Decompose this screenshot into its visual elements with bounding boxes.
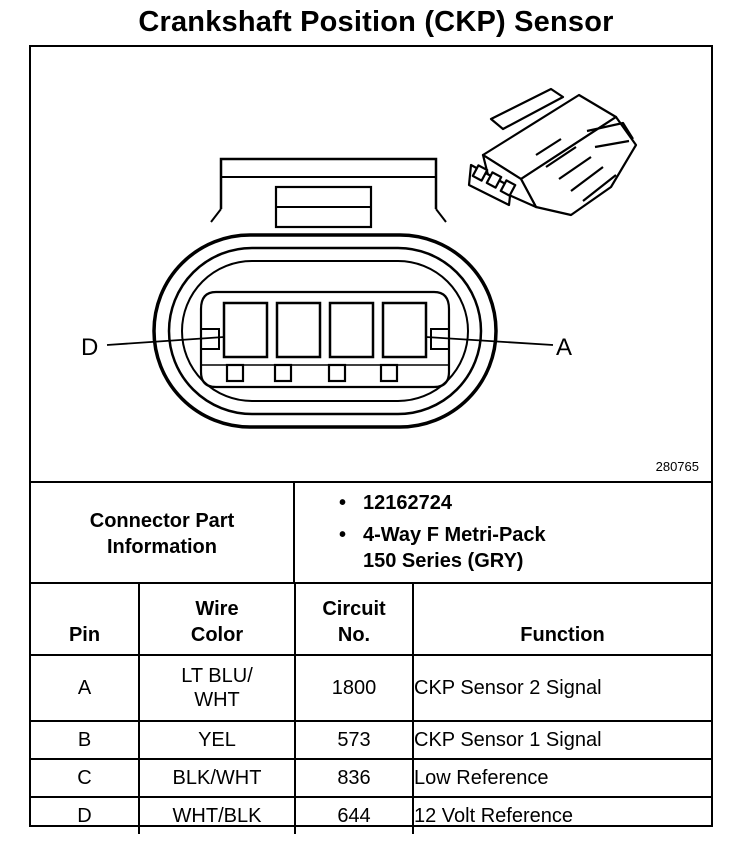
header-wire-color: Wire Color <box>138 582 296 656</box>
header-circuit-line2: No. <box>337 624 371 646</box>
cell-wire-color: WHT/BLK <box>138 796 296 834</box>
connector-diagram: D A 280765 <box>31 47 711 481</box>
cell-pin: A <box>31 654 140 722</box>
cell-function: 12 Volt Reference <box>412 796 711 834</box>
cell-circuit: 1800 <box>294 654 414 722</box>
cell-pin: B <box>31 720 140 760</box>
wire-line1: LT BLU/ <box>181 665 253 687</box>
connector-type-line1: 4-Way F Metri-Pack <box>363 524 546 546</box>
connector-part-info: Connector Part Information 12162724 4-Wa… <box>31 481 711 584</box>
header-wire-line1: Wire <box>195 598 239 620</box>
connector-label-line1: Connector Part <box>89 509 235 532</box>
diagram-frame: D A 280765 Connector Part Information 12… <box>29 45 713 834</box>
header-circuit-no: Circuit No. <box>294 582 414 656</box>
leader-line-d <box>106 336 225 346</box>
cell-pin: D <box>31 796 140 834</box>
cell-wire-color: YEL <box>138 720 296 760</box>
header-function: Function <box>412 582 711 656</box>
leader-line-a <box>425 336 554 346</box>
cell-circuit: 836 <box>294 758 414 798</box>
table-header-row: Pin Wire Color Circuit No. Function <box>31 582 711 656</box>
connector-series: 150 Series (GRY) <box>363 550 524 572</box>
pin-cavity-d <box>222 301 269 359</box>
pin-cavity-b <box>328 301 375 359</box>
cell-wire-color: LT BLU/ WHT <box>138 654 296 722</box>
reference-number: 280765 <box>655 459 699 474</box>
header-wire-line2: Color <box>190 624 244 646</box>
pin-label-a: A <box>556 334 573 361</box>
table-row: C BLK/WHT 836 Low Reference <box>31 758 711 798</box>
cell-circuit: 573 <box>294 720 414 760</box>
connector-label-line2: Information <box>107 535 217 558</box>
pin-cavity-c <box>275 301 322 359</box>
table-row: D WHT/BLK 644 12 Volt Reference <box>31 796 711 834</box>
table-row: A LT BLU/ WHT 1800 CKP Sensor 2 Signal <box>31 654 711 722</box>
cell-function: Low Reference <box>412 758 711 798</box>
part-number: 12162724 <box>295 490 711 516</box>
connector-face <box>106 157 554 429</box>
connector-part-details: 12162724 4-Way F Metri-Pack 150 Series (… <box>295 483 711 584</box>
connector-type: 4-Way F Metri-Pack <box>295 522 711 548</box>
header-circuit-line1: Circuit <box>322 598 386 620</box>
pin-cavity-a <box>381 301 428 359</box>
connector-drawing <box>106 87 638 429</box>
cell-function: CKP Sensor 2 Signal <box>412 654 711 722</box>
cell-circuit: 644 <box>294 796 414 834</box>
connector-part-label: Connector Part Information <box>31 483 295 584</box>
pinout-table: Pin Wire Color Circuit No. Function A LT… <box>31 582 711 834</box>
wire-line2: WHT <box>194 689 240 711</box>
cell-wire-color: BLK/WHT <box>138 758 296 798</box>
cell-function: CKP Sensor 1 Signal <box>412 720 711 760</box>
table-row: B YEL 573 CKP Sensor 1 Signal <box>31 720 711 760</box>
pin-label-d: D <box>81 334 99 361</box>
page-title: Crankshaft Position (CKP) Sensor <box>138 6 614 38</box>
connector-3d-illustration <box>467 87 638 217</box>
header-pin: Pin <box>31 582 140 656</box>
cell-pin: C <box>31 758 140 798</box>
